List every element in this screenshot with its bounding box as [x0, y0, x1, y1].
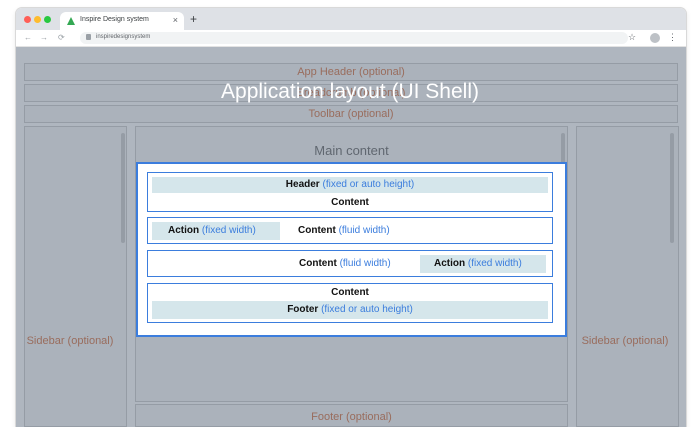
header-chip [152, 177, 548, 193]
action-text: Action (fixed width) [168, 225, 256, 236]
sidebar-left-scrollbar[interactable] [121, 133, 125, 243]
back-icon[interactable]: ← [24, 33, 32, 42]
row-content-action: Content (fluid width) Action (fixed widt… [147, 250, 553, 277]
sidebar-right-region: Sidebar (optional) [576, 126, 679, 427]
row-content-footer: Content Footer (fixed or auto height) [147, 283, 553, 323]
maximize-window-button[interactable] [44, 16, 51, 23]
sidebar-left-region: Sidebar (optional) [24, 126, 127, 427]
address-bar[interactable]: inspiredesignsystem [80, 32, 628, 44]
browser-toolbar: ← → ⟳ inspiredesignsystem ☆ ⋮ [16, 30, 686, 47]
close-window-button[interactable] [24, 16, 31, 23]
tab-close-icon[interactable]: × [172, 15, 178, 25]
action-text: Action (fixed width) [434, 258, 522, 269]
fluid-content-text: Content (fluid width) [299, 258, 391, 269]
sidebar-left-label: Sidebar (optional) [26, 335, 114, 347]
footer-chip [152, 301, 548, 319]
forward-icon[interactable]: → [40, 33, 48, 42]
row-action-content: Action (fixed width) Content (fluid widt… [147, 217, 553, 244]
new-tab-button[interactable]: + [190, 12, 198, 26]
minimize-window-button[interactable] [34, 16, 41, 23]
breadcrumb-region: Breadcrumb (optional) [24, 84, 678, 102]
app-header-region: App Header (optional) [24, 63, 678, 81]
url-text: inspiredesignsystem [96, 34, 151, 40]
tab-title: Inspire Design system [80, 16, 149, 23]
app-header-label: App Header (optional) [297, 66, 405, 78]
breadcrumb-label: Breadcrumb (optional) [296, 87, 406, 99]
browser-titlebar: Inspire Design system × + [16, 8, 686, 30]
row-header-content: Header (fixed or auto height) Content [147, 172, 553, 212]
lock-icon [86, 34, 91, 40]
sidebar-right-label: Sidebar (optional) [581, 335, 669, 347]
header-text: Header (fixed or auto height) [285, 179, 415, 190]
drive-icon [67, 17, 75, 25]
toolbar-region: Toolbar (optional) [24, 105, 678, 123]
diagram-title: Application layout (UI Shell) [221, 80, 479, 103]
main-content-label: Main content [314, 143, 389, 158]
action-chip [420, 255, 546, 273]
content-text: Content [331, 287, 369, 298]
main-content-scrollbar[interactable] [561, 133, 565, 183]
footer-label: Footer (optional) [311, 411, 392, 423]
content-text: Content [331, 197, 369, 208]
toolbar-label: Toolbar (optional) [308, 108, 394, 120]
layout-panel: Header (fixed or auto height) Content Ac… [136, 162, 567, 337]
sidebar-right-scrollbar[interactable] [670, 133, 674, 243]
fluid-content-text: Content (fluid width) [298, 225, 390, 236]
bookmark-star-icon[interactable]: ☆ [628, 32, 637, 42]
reload-icon[interactable]: ⟳ [58, 33, 65, 42]
browser-tab[interactable]: Inspire Design system × [60, 12, 184, 30]
profile-avatar[interactable] [650, 33, 660, 43]
action-chip [152, 222, 280, 240]
footer-text: Footer (fixed or auto height) [287, 304, 413, 315]
browser-menu-icon[interactable]: ⋮ [668, 32, 677, 42]
